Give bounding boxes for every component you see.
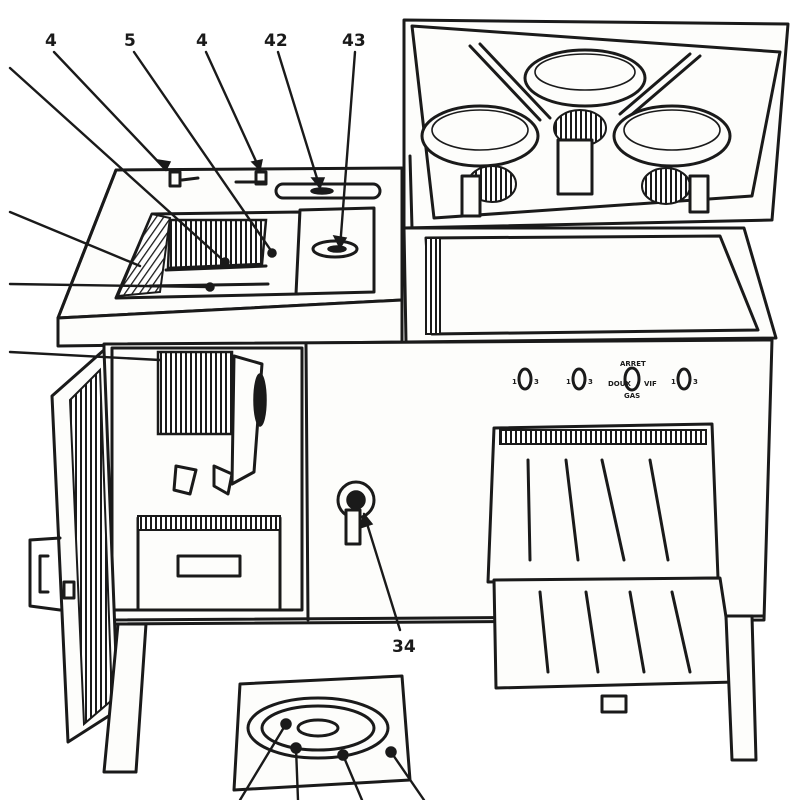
hotplate-inset: [232, 674, 412, 792]
svg-text:1: 1: [512, 378, 517, 386]
svg-text:ARRET: ARRET: [620, 360, 646, 368]
callout-4-right: 4: [196, 31, 208, 51]
left-door: [28, 348, 120, 744]
svg-text:DOUX: DOUX: [608, 380, 631, 388]
svg-text:3: 3: [693, 378, 698, 386]
left-compartment: [110, 346, 304, 612]
oven-door: [486, 422, 738, 714]
callout-5: 5: [124, 31, 136, 51]
knob-1: 1 3: [512, 367, 539, 391]
callout-labels: 4 5 4 42 43 34: [45, 31, 416, 657]
callout-43: 43: [342, 31, 366, 51]
grill-well: [114, 210, 302, 300]
svg-text:1: 1: [566, 378, 571, 386]
callout-4-left: 4: [45, 31, 57, 51]
callout-34: 34: [392, 637, 416, 657]
svg-text:GAS: GAS: [624, 392, 640, 400]
svg-text:VIF: VIF: [644, 380, 657, 388]
knob-4: 1 3: [671, 367, 698, 391]
burner-center: [523, 48, 647, 196]
svg-text:3: 3: [534, 378, 539, 386]
rear-fittings: [168, 170, 382, 200]
knob-gas: ARRET DOUX VIF GAS: [608, 360, 657, 400]
burner-left: [420, 104, 540, 218]
legs: [102, 614, 758, 774]
control-knobs: 1 3 1 3 ARRET DOUX VIF GAS 1 3: [512, 360, 698, 400]
burner-right: [612, 104, 732, 214]
svg-text:3: 3: [588, 378, 593, 386]
callout-42: 42: [264, 31, 288, 51]
svg-text:1: 1: [671, 378, 676, 386]
knob-2: 1 3: [566, 367, 593, 391]
center-valve: [336, 480, 376, 546]
cover-panel: [294, 206, 376, 296]
leader-lines: [8, 50, 426, 800]
